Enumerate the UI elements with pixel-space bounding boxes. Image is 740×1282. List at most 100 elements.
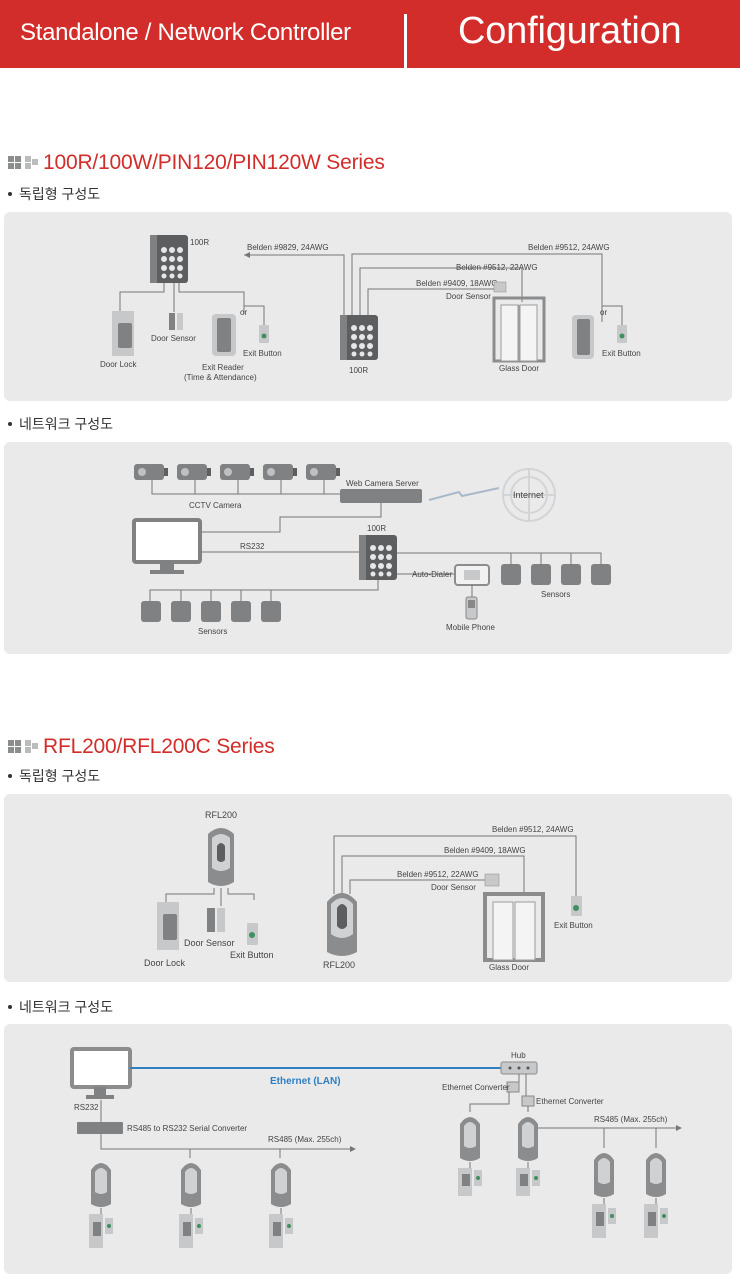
ethernet-converter-1 bbox=[506, 1081, 520, 1093]
exit-button-rfl-right bbox=[571, 896, 582, 916]
ethernet-converter-2 bbox=[521, 1095, 535, 1107]
sensors-left bbox=[141, 601, 281, 622]
panel-rfl200-standalone: RFL200 Door Lock Door Sensor Exit Button… bbox=[4, 794, 732, 982]
label-cctv-camera: CCTV Camera bbox=[189, 501, 242, 510]
door-lock bbox=[112, 311, 134, 356]
label-belden-9409: Belden #9409, 18AWG bbox=[416, 279, 498, 288]
rfl200-reader-bottom bbox=[327, 893, 357, 956]
section2-network-heading: 네트워크 구성도 bbox=[8, 997, 113, 1017]
label-glass-door: Glass Door bbox=[499, 364, 539, 373]
exit-button-right bbox=[617, 325, 627, 343]
label-rfl-exit-button-right: Exit Button bbox=[554, 921, 593, 930]
label-100r-top: 100R bbox=[190, 238, 209, 247]
section-grid-icon bbox=[8, 156, 38, 169]
label-exit-button-left: Exit Button bbox=[243, 349, 282, 358]
internet-icon bbox=[502, 468, 556, 522]
panel-100r-standalone: 100R Door Lock Door Sensor or Exit Reade… bbox=[4, 212, 732, 401]
label-internet: Internet bbox=[513, 490, 544, 500]
diagram-rfl200-standalone: RFL200 Door Lock Door Sensor Exit Button… bbox=[144, 810, 593, 972]
monitor bbox=[132, 518, 202, 574]
label-rfl200-bottom: RFL200 bbox=[323, 960, 355, 970]
section1-title-text: 100R/100W/PIN120/PIN120W Series bbox=[43, 151, 385, 174]
label-door-sensor-left: Door Sensor bbox=[151, 334, 196, 343]
label-mobile-phone: Mobile Phone bbox=[446, 623, 495, 632]
label-100r-network: 100R bbox=[367, 524, 386, 533]
label-belden-9512-22: Belden #9512, 22AWG bbox=[456, 263, 538, 272]
exit-button-rfl-left bbox=[247, 923, 258, 945]
label-time-attendance: (Time & Attendance) bbox=[184, 373, 257, 382]
rfl200-readers-left bbox=[89, 1163, 293, 1248]
label-exit-reader: Exit Reader bbox=[202, 363, 244, 372]
label-rfl-belden-9409: Belden #9409, 18AWG bbox=[444, 846, 526, 855]
label-ethernet: Ethernet (LAN) bbox=[270, 1076, 341, 1087]
label-door-lock-rfl: Door Lock bbox=[144, 958, 186, 968]
mobile-phone bbox=[465, 596, 478, 620]
label-rfl-door-sensor-right: Door Sensor bbox=[431, 883, 476, 892]
heading-text: 네트워크 구성도 bbox=[19, 999, 114, 1015]
exit-reader bbox=[212, 314, 236, 356]
serial-converter bbox=[77, 1122, 123, 1134]
section1-network-heading: 네트워크 구성도 bbox=[8, 414, 113, 434]
label-exit-button-right: Exit Button bbox=[602, 349, 641, 358]
glass-door bbox=[492, 296, 546, 363]
header-right-title: Configuration bbox=[458, 10, 682, 52]
door-sensor-rfl-left bbox=[207, 908, 225, 932]
section1-title: 100R/100W/PIN120/PIN120W Series bbox=[8, 151, 385, 175]
rfl200-readers-right bbox=[458, 1117, 668, 1238]
header-left-title: Standalone / Network Controller bbox=[20, 19, 351, 46]
diagram-rfl200-network: Ethernet (LAN) Hub RS232 RS485 to RS232 … bbox=[70, 1047, 682, 1248]
keypad-100r-mid bbox=[340, 315, 378, 360]
bullet-dot bbox=[8, 422, 12, 426]
section2-standalone-heading: 독립형 구성도 bbox=[8, 766, 100, 786]
bullet-dot bbox=[8, 1005, 12, 1009]
door-lock-rfl bbox=[157, 902, 179, 950]
cctv-cameras bbox=[134, 464, 340, 480]
label-belden-9512-24: Belden #9512, 24AWG bbox=[528, 243, 610, 252]
page-header: Standalone / Network Controller Configur… bbox=[0, 0, 740, 68]
section2-title-text: RFL200/RFL200C Series bbox=[43, 735, 275, 758]
glass-door-rfl bbox=[483, 892, 545, 962]
bullet-dot bbox=[8, 192, 12, 196]
wireless-link bbox=[428, 487, 500, 501]
panel-100r-network: CCTV Camera Web Camera Server Internet R… bbox=[4, 442, 732, 654]
label-rfl-belden-9512-24: Belden #9512, 24AWG bbox=[492, 825, 574, 834]
keypad-100r-network bbox=[359, 535, 397, 580]
label-rs485-right: RS485 (Max. 255ch) bbox=[594, 1115, 668, 1124]
label-auto-dialer: Auto-Dialer bbox=[412, 570, 452, 579]
label-door-lock: Door Lock bbox=[100, 360, 137, 369]
web-camera-server bbox=[340, 489, 422, 503]
label-glass-door-rfl: Glass Door bbox=[489, 963, 529, 972]
pc-monitor bbox=[70, 1047, 132, 1099]
exit-button-left bbox=[259, 325, 269, 343]
rfl200-reader-top bbox=[208, 828, 234, 886]
heading-text: 독립형 구성도 bbox=[19, 186, 101, 202]
label-rs485-left: RS485 (Max. 255ch) bbox=[268, 1135, 342, 1144]
auto-dialer bbox=[454, 564, 490, 586]
label-rs232: RS232 bbox=[240, 542, 265, 551]
heading-text: 독립형 구성도 bbox=[19, 768, 101, 784]
label-door-sensor-right: Door Sensor bbox=[446, 292, 491, 301]
heading-text: 네트워크 구성도 bbox=[19, 416, 114, 432]
panel-rfl200-network: Ethernet (LAN) Hub RS232 RS485 to RS232 … bbox=[4, 1024, 732, 1274]
label-hub: Hub bbox=[511, 1051, 526, 1060]
sensors-right bbox=[501, 564, 611, 585]
hub bbox=[500, 1061, 538, 1075]
reader-right bbox=[572, 315, 594, 359]
diagram-100r-standalone: 100R Door Lock Door Sensor or Exit Reade… bbox=[100, 235, 641, 382]
label-rfl-belden-9512-22: Belden #9512, 22AWG bbox=[397, 870, 479, 879]
label-serial-converter: RS485 to RS232 Serial Converter bbox=[127, 1124, 247, 1133]
section-grid-icon bbox=[8, 740, 38, 753]
label-door-sensor-rfl-left: Door Sensor bbox=[184, 938, 235, 948]
label-sensors-left: Sensors bbox=[198, 627, 227, 636]
door-sensor-rfl-right bbox=[484, 873, 500, 887]
label-belden-9829: Belden #9829, 24AWG bbox=[247, 243, 329, 252]
door-sensor-right bbox=[493, 281, 507, 293]
bullet-dot bbox=[8, 774, 12, 778]
label-ethernet-converter-2: Ethernet Converter bbox=[536, 1097, 604, 1106]
section2-title: RFL200/RFL200C Series bbox=[8, 735, 275, 759]
label-100r-mid: 100R bbox=[349, 366, 368, 375]
label-exit-button-rfl-left: Exit Button bbox=[230, 950, 274, 960]
label-or-right: or bbox=[600, 308, 607, 317]
label-rs232-rfl: RS232 bbox=[74, 1103, 99, 1112]
label-or-left: or bbox=[240, 308, 247, 317]
